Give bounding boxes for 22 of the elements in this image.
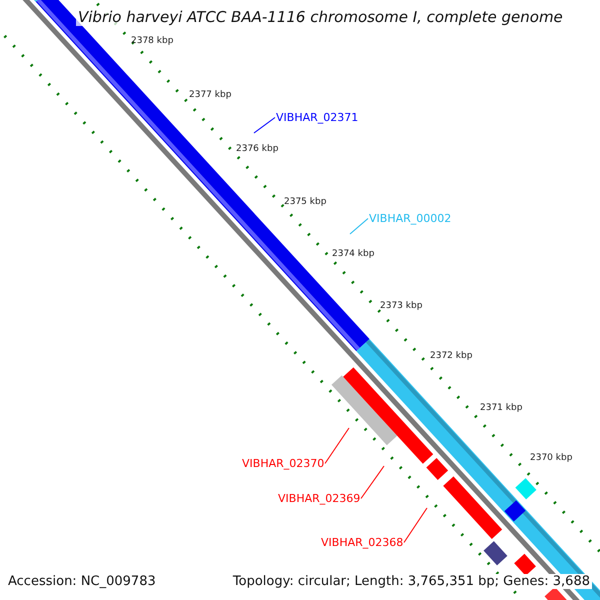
gene-label: VIBHAR_02371 bbox=[276, 111, 358, 124]
scale-label: 2372 kbp bbox=[430, 351, 472, 361]
gene-label: VIBHAR_00002 bbox=[369, 212, 452, 225]
scale-label: 2377 kbp bbox=[189, 90, 232, 100]
summary-text: Topology: circular; Length: 3,765,351 bp; Genes: 3,688 bbox=[230, 574, 592, 589]
gene-label: VIBHAR_02370 bbox=[242, 457, 324, 470]
accession-text: Accession: NC_009783 bbox=[6, 574, 158, 589]
scale-label: 2374 kbp bbox=[332, 249, 374, 259]
leader-line bbox=[360, 466, 384, 499]
scale-label: 2370 kbp bbox=[530, 453, 572, 463]
gene-label: VIBHAR_02369 bbox=[278, 492, 360, 505]
scale-label: 2375 kbp bbox=[284, 197, 326, 207]
leader-line bbox=[324, 428, 350, 464]
scale-label: 2373 kbp bbox=[380, 301, 422, 311]
leader-line bbox=[350, 218, 368, 234]
leader-line bbox=[254, 117, 276, 134]
scale-label: 2371 kbp bbox=[480, 403, 522, 413]
scale-label: 2378 kbp bbox=[131, 36, 174, 46]
leader-line bbox=[404, 508, 428, 543]
gene-label: VIBHAR_02368 bbox=[321, 536, 404, 549]
title: Vibrio harveyi ATCC BAA-1116 chromosome I, complete genome bbox=[76, 8, 565, 26]
scale-label: 2376 kbp bbox=[236, 144, 278, 154]
